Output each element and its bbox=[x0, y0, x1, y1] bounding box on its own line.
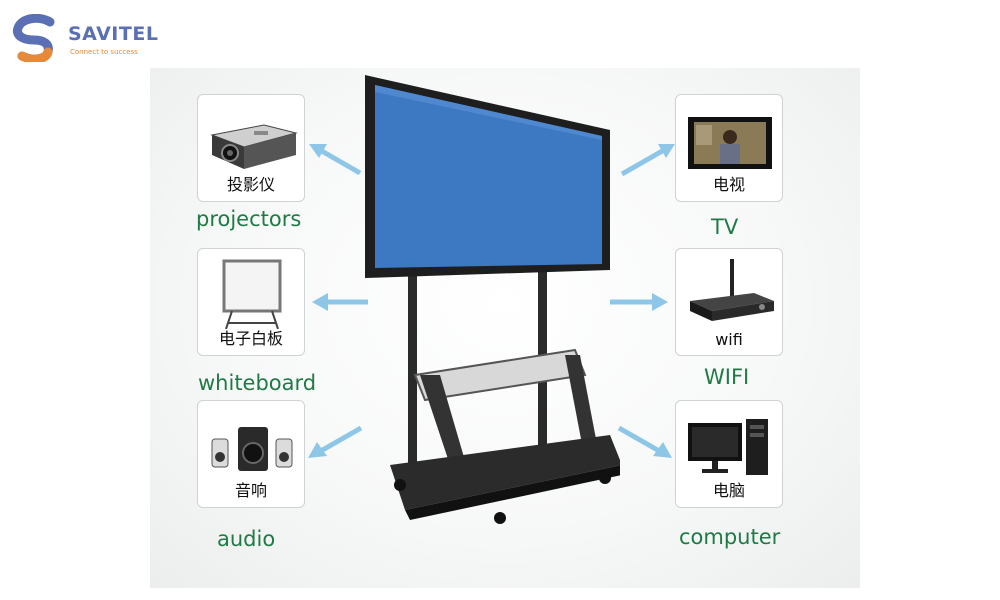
device-card-projectors: 投影仪 bbox=[197, 94, 305, 202]
device-label-en: WIFI bbox=[704, 365, 750, 389]
arrow-to-computer bbox=[617, 425, 672, 458]
device-label-cn: 投影仪 bbox=[226, 175, 275, 194]
device-label-en: computer bbox=[679, 525, 781, 549]
device-label-cn: 电脑 bbox=[712, 481, 745, 500]
interactive-display-stand bbox=[365, 75, 620, 524]
computer-icon bbox=[688, 419, 768, 475]
device-label-en: audio bbox=[217, 527, 276, 551]
arrow-to-whiteboard bbox=[312, 293, 368, 311]
device-card-tv: 电视 bbox=[675, 94, 783, 202]
brand-name: SAVITEL bbox=[68, 23, 159, 45]
device-label-cn: 音响 bbox=[234, 481, 267, 500]
arrow-to-wifi bbox=[610, 293, 668, 311]
whiteboard-icon bbox=[222, 259, 282, 329]
device-label-cn: wifi bbox=[715, 330, 743, 349]
arrow-to-tv bbox=[620, 144, 675, 177]
arrow-to-projectors bbox=[309, 144, 362, 176]
projector-icon bbox=[210, 124, 298, 169]
speakers-icon bbox=[211, 427, 293, 471]
brand-logo: SAVITEL Connect to success bbox=[10, 14, 170, 62]
device-label-en: TV bbox=[711, 215, 739, 239]
arrow-to-audio bbox=[308, 425, 363, 458]
device-label-cn: 电子白板 bbox=[218, 329, 283, 348]
device-card-computer: 电脑 bbox=[675, 400, 783, 508]
tv-icon bbox=[688, 117, 772, 169]
device-label-cn: 电视 bbox=[712, 175, 745, 194]
device-label-en: whiteboard bbox=[198, 371, 317, 395]
device-card-wifi: wifi bbox=[675, 248, 783, 356]
wifi-router-icon bbox=[690, 259, 774, 321]
brand-tagline: Connect to success bbox=[70, 48, 138, 56]
device-label-en: projectors bbox=[196, 207, 302, 231]
savitel-logo-icon bbox=[12, 14, 55, 62]
device-card-audio: 音响 bbox=[197, 400, 305, 508]
device-card-whiteboard: 电子白板 bbox=[197, 248, 305, 356]
